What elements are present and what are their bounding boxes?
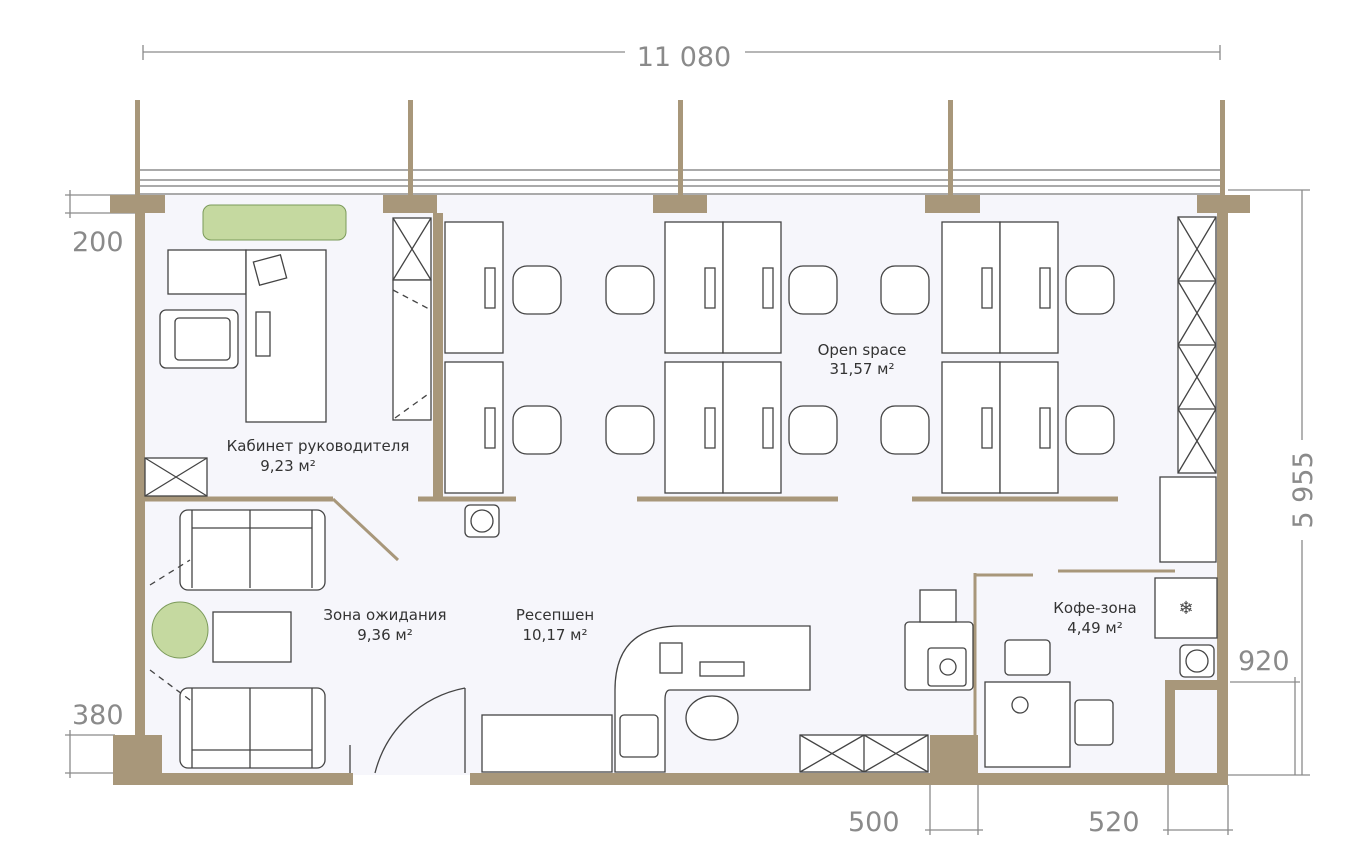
room-area-reception: 10,17 м²: [522, 626, 587, 644]
room-name-director: Кабинет руководителя: [227, 437, 410, 455]
dim-500: 500: [848, 807, 900, 838]
room-name-waiting: Зона ожидания: [323, 606, 446, 624]
room-area-openspace: 31,57 м²: [829, 360, 894, 378]
dim-920: 920: [1238, 646, 1290, 677]
office-chair: [512, 265, 562, 315]
coffee-zone-furniture: ❄: [984, 577, 1218, 768]
room-name-coffee: Кофе-зона: [1053, 599, 1136, 617]
office-chair: [880, 405, 930, 455]
office-chair: [512, 405, 562, 455]
reception-desk: [481, 625, 811, 773]
room-name-openspace: Open space: [818, 341, 907, 359]
monitor: [1039, 267, 1051, 309]
dim-520: 520: [1088, 807, 1140, 838]
walls: [110, 195, 1250, 785]
printer: [904, 589, 974, 691]
entrance-door[interactable]: [349, 687, 466, 774]
monitor: [484, 407, 496, 449]
office-chair: [605, 405, 655, 455]
storage-cabinets: [1159, 216, 1217, 563]
office-chair: [788, 265, 838, 315]
room-area-director: 9,23 м²: [260, 457, 316, 475]
office-chair: [1065, 265, 1115, 315]
window-band: [135, 100, 1225, 195]
reception-cabinets: [799, 734, 929, 773]
waiting-zone-furniture: [149, 509, 326, 769]
monitor: [762, 407, 774, 449]
dim-width: 11 080: [637, 42, 731, 73]
monitor: [704, 407, 716, 449]
dim-380: 380: [72, 700, 124, 731]
monitor: [981, 407, 993, 449]
office-chair: [880, 265, 930, 315]
director-office-furniture: [144, 217, 432, 497]
svg-text:❄: ❄: [1178, 598, 1193, 618]
water-cooler: [464, 504, 500, 538]
desk: [941, 221, 1001, 354]
dimension-lines: [65, 45, 1310, 835]
office-chair: [605, 265, 655, 315]
office-chair: [1065, 405, 1115, 455]
monitor: [484, 267, 496, 309]
dim-height: 5 955: [1288, 451, 1319, 528]
plant-box: [202, 204, 347, 241]
room-area-waiting: 9,36 м²: [357, 626, 413, 644]
open-space-desks: [444, 221, 1115, 494]
dim-200: 200: [72, 227, 124, 258]
monitor: [762, 267, 774, 309]
monitor: [1039, 407, 1051, 449]
monitor: [704, 267, 716, 309]
office-chair: [788, 405, 838, 455]
room-name-reception: Ресепшен: [516, 606, 594, 624]
room-area-coffee: 4,49 м²: [1067, 619, 1123, 637]
monitor: [981, 267, 993, 309]
